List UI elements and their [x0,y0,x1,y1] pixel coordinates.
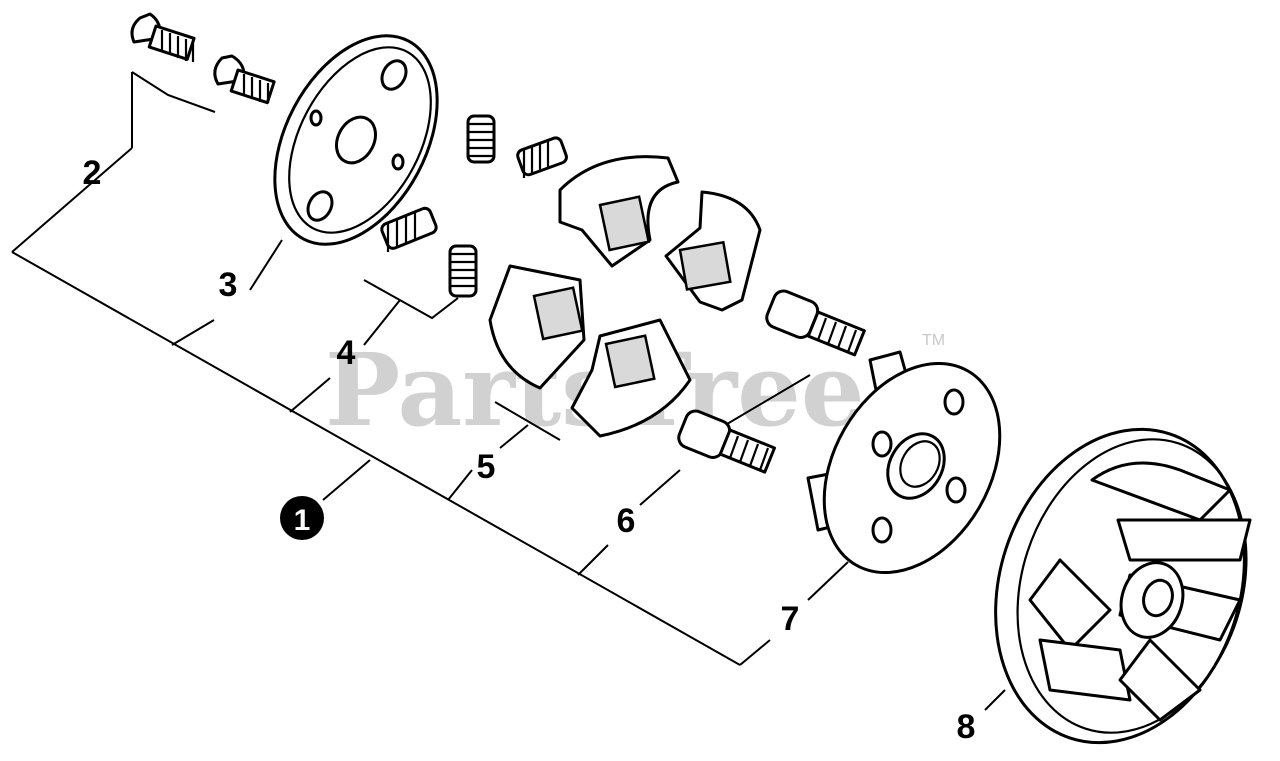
clutch-shoe-right [664,190,762,312]
leader-6-stem [577,544,609,576]
clutch-shoe-top [558,155,680,268]
leader-2-bracket [131,71,216,148]
spring-3 [380,206,438,252]
callout-8: 8 [957,708,976,746]
spring-4 [448,244,478,298]
callout-3: 3 [219,266,238,304]
leader-2-stem [11,147,133,253]
leader-7-tip [807,561,849,601]
clutch-shoe-bottom [570,318,692,438]
leader-5-bracket [494,401,561,449]
callout-1: 1 [294,504,311,537]
watermark-trademark: TM [922,332,945,349]
callout-6: 6 [617,502,636,540]
callout-5: 5 [477,448,496,486]
socket-bolt-upper [765,289,866,357]
callout-2: 2 [83,154,102,192]
callout-4: 4 [337,334,356,372]
leader-assembly-main [11,251,741,666]
spring-2 [516,136,568,178]
socket-bolt-lower [677,409,777,474]
leader-3-stem [171,319,215,346]
clutch-shoe-left [488,264,586,390]
flywheel [994,427,1252,745]
leader-lines [11,71,1006,711]
clutch-plate [273,34,439,246]
leader-4-stem [289,377,331,413]
leader-7-stem [739,639,771,666]
leader-4-bracket [363,279,459,346]
leader-1-stem [322,459,371,501]
clutch-hub [806,350,1002,575]
flat-head-screw-upper [130,12,196,62]
spring-1 [466,114,496,164]
callout-7: 7 [781,600,800,638]
leader-8-tip [984,689,1006,711]
assembly-callout-badge [280,496,324,540]
flat-head-screw-lower [213,54,276,105]
leader-5-stem [447,469,473,501]
leader-3-tip [249,239,283,291]
